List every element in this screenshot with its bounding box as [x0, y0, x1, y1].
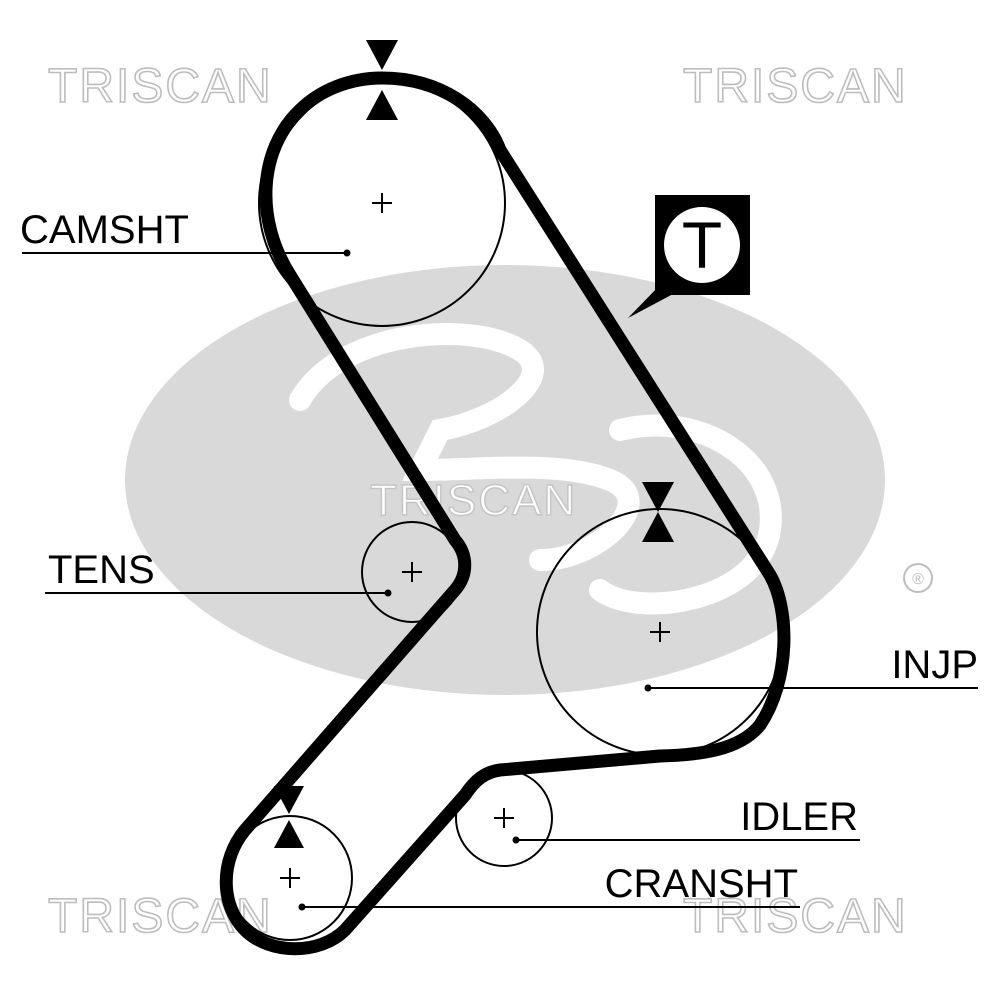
label-injection-pump: INJP — [891, 643, 978, 687]
label-camshaft: CAMSHT — [20, 208, 189, 252]
leader-injection-pump — [644, 684, 978, 692]
double-triangle-icon — [366, 40, 398, 70]
leader-tensioner — [45, 589, 392, 597]
tension-callout-letter: T — [682, 208, 722, 282]
plus-icon — [650, 622, 670, 642]
registered-mark-circle — [903, 563, 933, 593]
timing-belt — [219, 71, 791, 956]
leader-idler — [512, 836, 860, 844]
plus-icon — [372, 193, 392, 213]
registered-mark: ® — [912, 571, 924, 588]
watermark-brand-bottom-right: TRISCAN — [683, 890, 908, 943]
plus-icon — [494, 808, 514, 828]
watermark-brand-center: TRISCAN — [370, 476, 577, 525]
leader-crankshaft — [298, 903, 800, 911]
tension-callout: T — [628, 195, 750, 318]
gates-logo-watermark: ® — [125, 265, 933, 695]
double-triangle-icon — [274, 786, 304, 814]
double-triangle-icon — [642, 482, 674, 512]
timing-mark-injection-pump — [642, 482, 674, 542]
timing-mark-camshaft — [366, 40, 398, 120]
plus-icon — [402, 562, 422, 582]
timing-mark-crankshaft — [274, 786, 304, 848]
logo-swirl — [289, 323, 782, 615]
leader-camshaft — [22, 249, 351, 257]
plus-icon — [280, 868, 300, 888]
center-marks — [280, 193, 670, 888]
label-idler: IDLER — [740, 795, 858, 839]
watermark-brand-top-left: TRISCAN — [48, 60, 273, 113]
watermark-brand-top-right: TRISCAN — [683, 60, 908, 113]
label-crankshaft: CRANSHT — [605, 862, 798, 906]
leader-lines — [22, 249, 978, 911]
label-tensioner: TENS — [48, 548, 155, 592]
